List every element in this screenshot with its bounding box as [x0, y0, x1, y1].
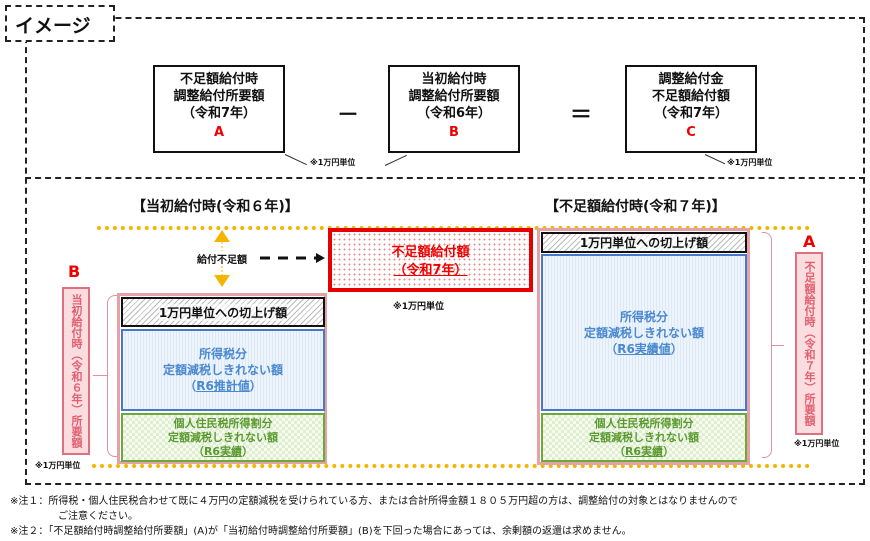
- text: 1万円単位への切上げ額: [158, 303, 288, 321]
- image-tag: イメージ: [5, 5, 115, 42]
- arrow-up-icon: [214, 230, 230, 242]
- text: （: [184, 379, 197, 393]
- text: 調整給付所要額: [173, 89, 265, 104]
- text: 所得税分: [198, 347, 247, 361]
- text: （令和7年）: [393, 263, 468, 278]
- note-1: ※注１：所得税・個人住民税合わせて既に４万円の定額減税を受けられている方、または…: [10, 496, 738, 507]
- text: 定額減税しきれない額: [162, 363, 283, 377]
- bracket-tick: [772, 345, 784, 346]
- text: 定額減税しきれない額: [583, 325, 704, 340]
- unit-note: ※1万円単位: [794, 439, 840, 448]
- round-up-block: 1万円単位への切上げ額: [121, 297, 325, 327]
- note-1-cont: ご注意ください。: [58, 511, 138, 522]
- text: （: [613, 444, 625, 458]
- equals-sign: ＝: [570, 103, 593, 128]
- resident-tax-block: 個人住民税所得割分 定額減税しきれない額 （R6実績）: [121, 413, 325, 462]
- minus-sign: －: [337, 103, 360, 128]
- initial-required-amount-label: 当初給付時（令和６年）所要額: [62, 287, 90, 455]
- unit-note: ※1万円単位: [393, 302, 445, 312]
- formula-box-c: 調整給付金 不足額給付額 （令和7年） C: [625, 65, 757, 153]
- text: ）: [242, 444, 254, 458]
- text: 不足額給付額: [391, 245, 470, 260]
- text: 定額減税しきれない額: [589, 430, 699, 444]
- text: ）: [663, 444, 675, 458]
- text: 個人住民税所得割分: [594, 416, 694, 430]
- letter-b: B: [449, 125, 459, 140]
- text: R6実績: [624, 444, 664, 458]
- right-header: 【不足額給付時(令和７年)】: [545, 199, 726, 215]
- bracket: [107, 295, 117, 457]
- arrow-down-icon: [214, 275, 230, 287]
- text: （令和7年）: [181, 106, 257, 121]
- text: （令和7年）: [653, 106, 729, 121]
- letter-a-label: A: [803, 232, 816, 251]
- text: 調整給付金: [658, 72, 724, 87]
- text: R6実績: [203, 444, 243, 458]
- income-tax-block: 所得税分 定額減税しきれない額 （R6推計値）: [121, 329, 325, 411]
- shortfall-amount-box: 不足額給付額 （令和7年）: [328, 228, 533, 292]
- text: 不足額給付額: [651, 89, 730, 104]
- text: 当初給付時: [421, 72, 487, 87]
- text: ）: [249, 379, 262, 393]
- income-tax-block: 所得税分 定額減税しきれない額 （R6実績値）: [541, 254, 747, 411]
- unit-note: ※1万円単位: [310, 158, 356, 167]
- unit-note: ※1万円単位: [727, 158, 773, 167]
- text: （: [192, 444, 204, 458]
- bracket: [762, 232, 772, 458]
- formula-box-b: 当初給付時 調整給付所要額 （令和6年） B: [388, 65, 520, 153]
- text: 1万円単位への切上げ額: [579, 234, 709, 251]
- shortfall-arrows: [214, 230, 325, 287]
- text: R6実績値: [617, 341, 671, 356]
- text: （令和6年）: [416, 106, 492, 121]
- text: 個人住民税所得割分: [173, 416, 273, 430]
- text: 調整給付所要額: [408, 89, 500, 104]
- text: （: [605, 341, 618, 356]
- bottom-dotted-line: [92, 464, 810, 468]
- letter-a: A: [213, 125, 225, 140]
- note-2: ※注２：「不足額給付時調整給付所要額」(A)が「当初給付時調整給付所要額」(B)…: [10, 526, 632, 537]
- shortfall-label: 給付不足額: [197, 251, 247, 266]
- formula-box-a: 不足額給付時 調整給付所要額 （令和7年） A: [153, 65, 285, 153]
- round-up-block: 1万円単位への切上げ額: [541, 232, 747, 253]
- resident-tax-block: 個人住民税所得割分 定額減税しきれない額 （R6実績）: [541, 413, 747, 462]
- section-divider: [25, 177, 865, 179]
- unit-note: ※1万円単位: [35, 461, 81, 470]
- text: 不足額給付時: [179, 72, 258, 87]
- bracket-tick: [93, 375, 107, 376]
- letter-b-label: B: [68, 262, 81, 281]
- left-header: 【当初給付時(令和６年)】: [132, 199, 299, 215]
- shortfall-required-amount-label: 不足額給付時（令和７年）所要額: [795, 252, 823, 435]
- text: 定額減税しきれない額: [168, 430, 278, 444]
- text: R6推計値: [196, 379, 250, 393]
- arrow-right-icon: [316, 253, 325, 263]
- text: ）: [670, 341, 683, 356]
- letter-c: C: [686, 125, 696, 140]
- text: 所得税分: [619, 309, 668, 324]
- diagram-frame: [25, 17, 865, 485]
